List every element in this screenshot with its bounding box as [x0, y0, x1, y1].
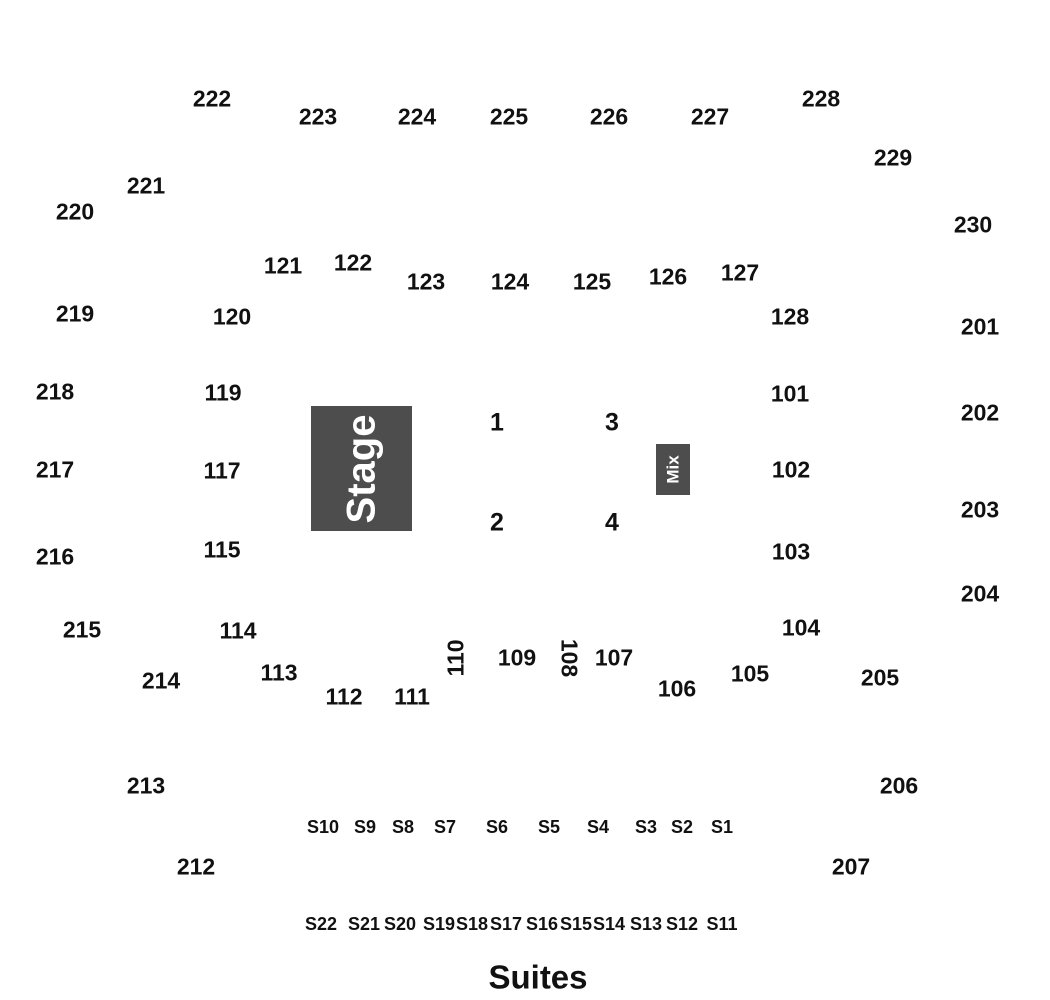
floor-section-2[interactable]: 2	[490, 508, 504, 537]
floor-section-4[interactable]: 4	[605, 508, 619, 537]
floor-section-1[interactable]: 1	[490, 408, 504, 437]
section-127[interactable]: 127	[720, 259, 760, 286]
section-214[interactable]: 214	[141, 667, 181, 694]
section-126[interactable]: 126	[648, 263, 688, 290]
section-120[interactable]: 120	[212, 303, 252, 330]
suite-S15[interactable]: S15	[559, 914, 593, 934]
section-221[interactable]: 221	[126, 172, 166, 199]
section-224[interactable]: 224	[397, 103, 437, 130]
section-230[interactable]: 230	[953, 211, 993, 238]
section-128[interactable]: 128	[770, 303, 810, 330]
suite-S10[interactable]: S10	[306, 817, 340, 837]
suite-S16[interactable]: S16	[525, 914, 559, 934]
section-109[interactable]: 109	[497, 644, 537, 671]
section-117[interactable]: 117	[203, 457, 241, 484]
section-215[interactable]: 215	[62, 616, 102, 643]
suite-S1[interactable]: S1	[710, 817, 734, 837]
section-225[interactable]: 225	[489, 103, 529, 130]
section-227[interactable]: 227	[690, 103, 730, 130]
suite-S6[interactable]: S6	[485, 817, 509, 837]
section-223[interactable]: 223	[298, 103, 338, 130]
section-102[interactable]: 102	[771, 456, 811, 483]
section-105[interactable]: 105	[730, 660, 770, 687]
suite-S12[interactable]: S12	[665, 914, 699, 934]
section-207[interactable]: 207	[831, 853, 871, 880]
suite-S8[interactable]: S8	[391, 817, 415, 837]
suite-S9[interactable]: S9	[353, 817, 377, 837]
section-212[interactable]: 212	[176, 853, 216, 880]
suite-S21[interactable]: S21	[347, 914, 381, 934]
section-201[interactable]: 201	[960, 313, 1000, 340]
suite-S19[interactable]: S19	[422, 914, 456, 934]
section-110[interactable]: 110	[442, 639, 469, 677]
section-228[interactable]: 228	[801, 85, 841, 112]
floor-section-3[interactable]: 3	[605, 408, 619, 437]
suite-S20[interactable]: S20	[383, 914, 417, 934]
section-101[interactable]: 101	[770, 380, 810, 407]
section-111[interactable]: 111	[394, 683, 430, 710]
section-112[interactable]: 112	[325, 683, 363, 710]
section-218[interactable]: 218	[35, 378, 75, 405]
section-222[interactable]: 222	[192, 85, 232, 112]
suite-S18[interactable]: S18	[455, 914, 489, 934]
section-114[interactable]: 114	[219, 617, 257, 644]
suite-S13[interactable]: S13	[629, 914, 663, 934]
suite-S7[interactable]: S7	[433, 817, 457, 837]
suite-S11[interactable]: S11	[706, 914, 738, 934]
section-203[interactable]: 203	[960, 496, 1000, 523]
suite-S22[interactable]: S22	[304, 914, 338, 934]
section-206[interactable]: 206	[879, 772, 919, 799]
section-205[interactable]: 205	[860, 664, 900, 691]
section-124[interactable]: 124	[490, 268, 530, 295]
section-121[interactable]: 121	[263, 252, 303, 279]
suite-S4[interactable]: S4	[586, 817, 610, 837]
section-226[interactable]: 226	[589, 103, 629, 130]
mix-position: Mix	[656, 444, 690, 495]
section-115[interactable]: 115	[203, 536, 241, 563]
suite-S17[interactable]: S17	[489, 914, 523, 934]
suite-S5[interactable]: S5	[537, 817, 561, 837]
section-106[interactable]: 106	[657, 675, 697, 702]
mix-label: Mix	[663, 455, 683, 484]
section-204[interactable]: 204	[960, 580, 1000, 607]
suite-S3[interactable]: S3	[634, 817, 658, 837]
section-122[interactable]: 122	[333, 249, 373, 276]
section-119[interactable]: 119	[204, 379, 242, 406]
section-103[interactable]: 103	[771, 538, 811, 565]
section-113[interactable]: 113	[260, 659, 298, 686]
section-220[interactable]: 220	[55, 198, 95, 225]
section-107[interactable]: 107	[594, 644, 634, 671]
section-219[interactable]: 219	[55, 300, 95, 327]
section-213[interactable]: 213	[126, 772, 166, 799]
section-104[interactable]: 104	[781, 614, 821, 641]
suite-S2[interactable]: S2	[670, 817, 694, 837]
suites-title: Suites	[488, 958, 588, 996]
stage-block: Stage	[311, 406, 412, 531]
section-216[interactable]: 216	[35, 543, 75, 570]
section-108[interactable]: 108	[556, 638, 583, 678]
section-217[interactable]: 217	[35, 456, 75, 483]
section-202[interactable]: 202	[960, 399, 1000, 426]
stage-label: Stage	[339, 414, 384, 523]
section-229[interactable]: 229	[873, 144, 913, 171]
section-125[interactable]: 125	[572, 268, 612, 295]
section-123[interactable]: 123	[406, 268, 446, 295]
suite-S14[interactable]: S14	[592, 914, 626, 934]
